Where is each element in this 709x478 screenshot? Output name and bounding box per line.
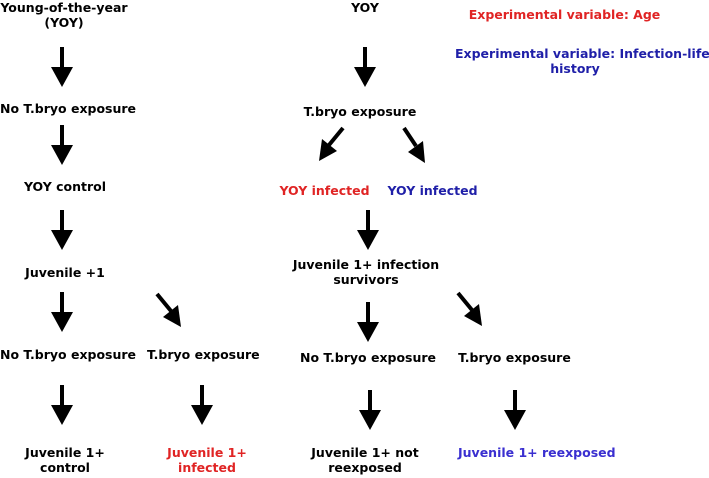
arrow-left-3-down-icon xyxy=(51,210,73,250)
arrow-right-diag-left-icon xyxy=(319,126,345,161)
arrow-left-4-down-icon xyxy=(51,292,73,332)
node-yoy: YOY xyxy=(351,0,379,15)
node-exposure-right-1: T.bryo exposure xyxy=(303,104,417,119)
node-juvenile-infected: Juvenile 1+ infected xyxy=(152,445,262,475)
node-yoy-infected-age: YOY infected xyxy=(279,183,370,198)
arrow-right-5-down-icon xyxy=(504,390,526,430)
node-juvenile-infected-line1: Juvenile 1+ xyxy=(167,445,247,460)
node-young-of-the-year-line2: (YOY) xyxy=(44,15,84,30)
arrow-left-5-down-icon xyxy=(51,385,73,425)
node-juvenile-plus-one: Juvenile +1 xyxy=(25,265,105,280)
node-juvenile-control-line1: Juvenile 1+ xyxy=(25,445,105,460)
node-not-reexposed-line1: Juvenile 1+ not xyxy=(311,445,419,460)
node-no-exposure-2: No T.bryo exposure xyxy=(0,347,137,362)
node-yoy-control: YOY control xyxy=(23,179,107,194)
node-infection-survivors: Juvenile 1+ infection survivors xyxy=(290,257,442,287)
legend-infection-line2: history xyxy=(550,61,600,76)
arrow-right-3-down-icon xyxy=(357,302,379,342)
node-infection-survivors-line1: Juvenile 1+ infection xyxy=(292,257,440,272)
arrow-left-2-down-icon xyxy=(51,125,73,165)
arrow-left-6-down-icon xyxy=(191,385,213,425)
node-juvenile-control-line2: control xyxy=(40,460,90,475)
arrow-left-diagonal-icon xyxy=(155,292,181,327)
arrow-right-diag-right-icon xyxy=(402,126,425,163)
node-young-of-the-year-line1: Young-of-the-year xyxy=(0,0,128,15)
node-infection-survivors-line2: survivors xyxy=(333,272,399,287)
node-exposure-right-2: T.bryo exposure xyxy=(458,350,571,365)
legend-infection: Experimental variable: Infection-life hi… xyxy=(455,46,709,76)
node-exposure-left: T.bryo exposure xyxy=(147,347,260,362)
node-juvenile-infected-line2: infected xyxy=(178,460,236,475)
legend-age: Experimental variable: Age xyxy=(468,7,661,22)
node-reexposed: Juvenile 1+ reexposed xyxy=(458,445,616,460)
node-yoy-infected-infection: YOY infected xyxy=(387,183,478,198)
arrow-right-2-down-icon xyxy=(357,210,379,250)
arrow-right-diag-lower-icon xyxy=(456,291,482,326)
arrow-right-1-down-icon xyxy=(354,47,376,87)
node-not-reexposed: Juvenile 1+ not reexposed xyxy=(303,445,427,475)
node-no-exposure-1: No T.bryo exposure xyxy=(0,101,137,116)
node-young-of-the-year: Young-of-the-year (YOY) xyxy=(0,0,128,30)
arrow-right-4-down-icon xyxy=(359,390,381,430)
node-no-exposure-right: No T.bryo exposure xyxy=(300,350,437,365)
legend-infection-line1: Experimental variable: Infection-life xyxy=(455,46,709,61)
arrow-left-1-down-icon xyxy=(51,47,73,87)
node-not-reexposed-line2: reexposed xyxy=(328,460,402,475)
node-juvenile-control: Juvenile 1+ control xyxy=(10,445,120,475)
